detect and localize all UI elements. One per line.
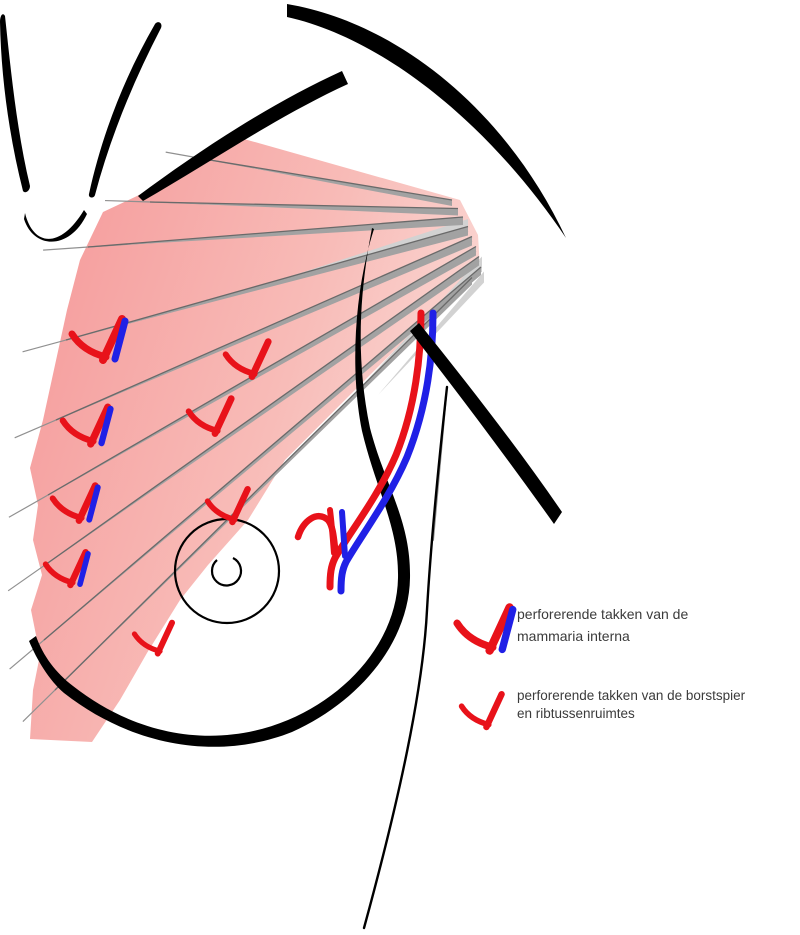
legend-label-line: perforerende takken van de borstspier <box>517 688 746 703</box>
muscle-fiber <box>285 219 468 278</box>
muscle-fiber <box>105 199 459 216</box>
legend-label-line: mammaria interna <box>517 628 630 644</box>
clavicle-shoulder-line <box>138 71 348 201</box>
vein-branch-stub <box>339 509 348 559</box>
muscle-fiber <box>330 256 482 420</box>
body-side-line <box>362 385 449 930</box>
internal-mammary-artery <box>326 309 425 591</box>
artery-branch-stub <box>327 507 337 556</box>
legend-artery-vein-symbol <box>457 607 513 650</box>
muscle-fiber <box>9 266 482 670</box>
muscle-fiber-fan <box>7 151 484 722</box>
muscle-fiber <box>7 255 480 592</box>
axillary-fold-line <box>410 323 562 524</box>
clavicle-notch-crescent <box>24 210 87 242</box>
neck-outline-left <box>0 14 30 193</box>
legend-item-mammaria-interna: perforerende takken van de mammaria inte… <box>517 603 688 647</box>
internal-mammary-vein <box>337 309 437 595</box>
neck-outline-right <box>88 22 162 198</box>
muscle-fiber <box>14 235 473 439</box>
legend-label-line: en ribtussenruimtes <box>517 705 635 721</box>
nipple-circle <box>210 557 243 587</box>
muscle-fiber <box>22 225 469 353</box>
muscle-fiber <box>165 151 453 206</box>
muscle-fiber <box>8 245 477 518</box>
legend-label-line: perforerende takken van de <box>517 606 689 622</box>
muscle-fiber <box>22 277 473 722</box>
breast-outline <box>29 228 411 747</box>
mammary-vessels <box>294 309 437 595</box>
legend-item-borstspier: perforerende takken van de borstspier en… <box>517 687 745 722</box>
muscle-fiber <box>43 216 464 251</box>
legend-artery-symbol <box>462 694 502 727</box>
